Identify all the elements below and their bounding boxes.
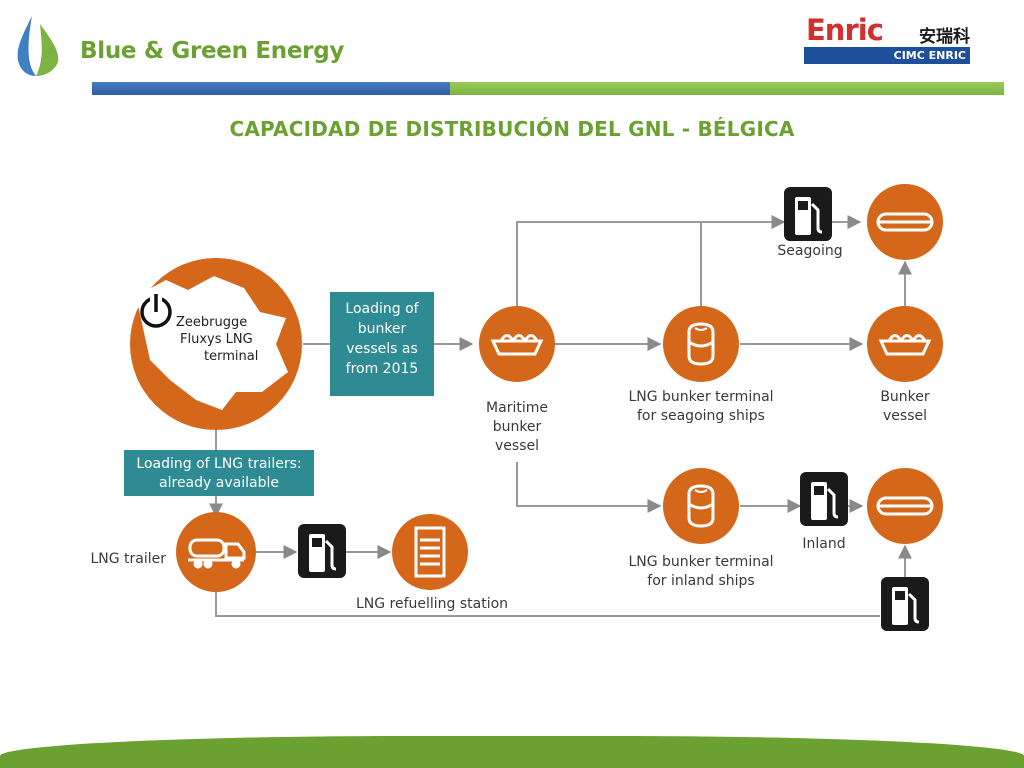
refuelling-station-node: LNG refuelling station: [356, 514, 508, 612]
return-pump: [879, 575, 931, 633]
seagoing-ship-node: [867, 184, 943, 260]
maritime-vessel-node: Maritime bunker vessel: [479, 306, 555, 454]
logo-text-cn: 安瑞科: [919, 27, 970, 47]
station-icon: [414, 526, 446, 578]
maritime-label-2: bunker: [493, 419, 542, 435]
box-trailers-line-1: Loading of LNG trailers:: [136, 456, 301, 472]
inland-terminal-node: LNG bunker terminal for inland ships: [628, 468, 774, 589]
bunker-vessel-label-1: Bunker: [880, 389, 930, 405]
station-label: LNG refuelling station: [356, 596, 508, 612]
drop-logo-icon: [17, 16, 59, 76]
inland-pump: Inland: [798, 470, 850, 552]
box-bunker-line-3: vessels as: [346, 341, 418, 357]
bunker-vessel-label-2: vessel: [883, 408, 927, 424]
truck-icon: [188, 538, 246, 569]
header-bar-blue: [92, 82, 450, 95]
maritime-label-3: vessel: [495, 438, 539, 454]
logo-subtitle: CIMC ENRIC: [804, 47, 970, 64]
fuel-pump-icon: [879, 575, 931, 633]
fuel-pump-icon: [782, 185, 834, 243]
inland-terminal-label-2: for inland ships: [647, 573, 754, 589]
fuel-pump-icon: [798, 470, 850, 528]
bunker-vessel-node: Bunker vessel: [867, 306, 943, 424]
seagoing-label: Seagoing: [777, 243, 842, 259]
inland-terminal-label-1: LNG bunker terminal: [628, 554, 773, 570]
seagoing-pump: Seagoing: [777, 185, 843, 259]
box-bunker-line-4: from 2015: [346, 361, 419, 377]
logo-text-en: Enric: [806, 13, 884, 47]
trailer-pump: [296, 522, 348, 580]
trailer-label: LNG trailer: [90, 551, 166, 567]
box-bunker-line-2: bunker: [358, 321, 407, 337]
brand-name: Blue & Green Energy: [80, 38, 345, 64]
power-icon: [140, 292, 172, 328]
inland-ship-node: [867, 468, 943, 544]
seagoing-terminal-node: LNG bunker terminal for seagoing ships: [628, 306, 774, 424]
terminal-label-1: Zeebrugge: [176, 315, 247, 330]
terminal-label-3: terminal: [204, 349, 258, 364]
lng-trailer-node: LNG trailer: [90, 512, 256, 592]
enric-logo: Enric 安瑞科 CIMC ENRIC: [804, 13, 970, 66]
maritime-label-1: Maritime: [486, 400, 548, 416]
header-bar-green: [450, 82, 1004, 95]
box-trailers-line-2: already available: [159, 475, 279, 491]
terminal-label-2: Fluxys LNG: [180, 332, 253, 347]
info-box-trailers: Loading of LNG trailers: already availab…: [124, 450, 314, 496]
box-bunker-line-1: Loading of: [345, 301, 419, 317]
seagoing-terminal-label-1: LNG bunker terminal: [628, 389, 773, 405]
zeebrugge-terminal-node: Zeebrugge Fluxys LNG terminal: [130, 258, 302, 430]
page-title: CAPACIDAD DE DISTRIBUCIÓN DEL GNL - BÉLG…: [229, 117, 795, 141]
inland-label: Inland: [802, 536, 845, 552]
info-box-bunker: Loading of bunker vessels as from 2015: [330, 292, 434, 396]
fuel-pump-icon: [296, 522, 348, 580]
footer-band: [0, 736, 1024, 768]
seagoing-terminal-label-2: for seagoing ships: [637, 408, 765, 424]
